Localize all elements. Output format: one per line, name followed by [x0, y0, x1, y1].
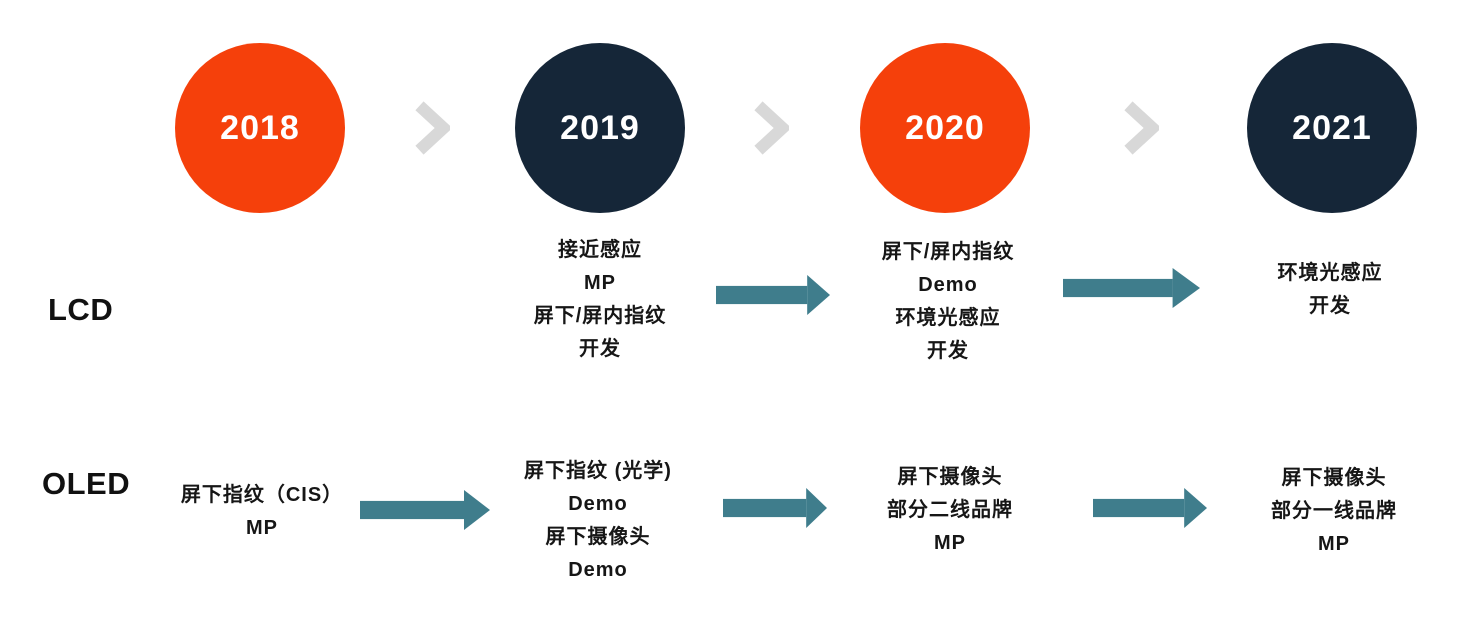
chevron-right-icon — [754, 101, 789, 155]
year-label: 2019 — [560, 108, 640, 147]
milestone-line: MP — [584, 272, 616, 294]
milestone-line: 环境光感应 — [895, 307, 1001, 329]
milestone-line: 屏下/屏内指纹 — [881, 241, 1015, 263]
milestone-line: Demo — [918, 274, 978, 296]
year-label: 2018 — [220, 108, 300, 147]
milestone-cell-oled-2020: 屏下摄像头 部分二线品牌 MP — [800, 461, 1100, 560]
milestone-line: 屏下摄像头 — [897, 466, 1003, 488]
milestone-line: MP — [246, 517, 278, 539]
milestone-line: 屏下摄像头 — [1281, 467, 1387, 489]
milestone-line: 部分一线品牌 — [1271, 500, 1397, 522]
arrow-right-icon — [360, 490, 490, 530]
milestone-line: 环境光感应 — [1277, 262, 1383, 284]
year-circle-2020: 2020 — [860, 43, 1030, 213]
milestone-cell-lcd-2019: 接近感应 MP 屏下/屏内指纹 开发 — [450, 234, 750, 366]
milestone-cell-lcd-2021: 环境光感应 开发 — [1180, 257, 1466, 323]
milestone-line: 部分二线品牌 — [887, 499, 1013, 521]
milestone-line: 屏下指纹（CIS） — [180, 484, 344, 506]
milestone-line: MP — [1318, 533, 1350, 555]
chevron-right-icon — [415, 101, 450, 155]
milestone-cell-oled-2021: 屏下摄像头 部分一线品牌 MP — [1184, 462, 1466, 561]
row-label-oled: OLED — [42, 466, 131, 501]
milestone-cell-oled-2018: 屏下指纹（CIS） MP — [112, 479, 412, 545]
milestone-line: Demo — [568, 493, 628, 515]
arrow-right-icon — [1093, 488, 1207, 528]
year-circle-2018: 2018 — [175, 43, 345, 213]
arrow-right-icon — [1063, 268, 1200, 308]
milestone-cell-lcd-2020: 屏下/屏内指纹 Demo 环境光感应 开发 — [798, 236, 1098, 368]
milestone-line: 屏下摄像头 — [545, 526, 651, 548]
year-circle-2021: 2021 — [1247, 43, 1417, 213]
year-circle-2019: 2019 — [515, 43, 685, 213]
chevron-right-icon — [1124, 101, 1159, 155]
year-label: 2021 — [1292, 108, 1372, 147]
milestone-line: 开发 — [927, 340, 969, 362]
year-label: 2020 — [905, 108, 985, 147]
milestone-line: 开发 — [1309, 295, 1351, 317]
row-label-lcd: LCD — [48, 292, 114, 327]
arrow-right-icon — [723, 488, 827, 528]
milestone-line: MP — [934, 532, 966, 554]
milestone-line: Demo — [568, 559, 628, 581]
arrow-right-icon — [716, 275, 830, 315]
milestone-line: 接近感应 — [558, 239, 642, 261]
milestone-line: 屏下/屏内指纹 — [533, 305, 667, 327]
milestone-line: 屏下指纹 (光学) — [524, 460, 672, 482]
milestone-cell-oled-2019: 屏下指纹 (光学) Demo 屏下摄像头 Demo — [448, 455, 748, 587]
milestone-line: 开发 — [579, 338, 621, 360]
